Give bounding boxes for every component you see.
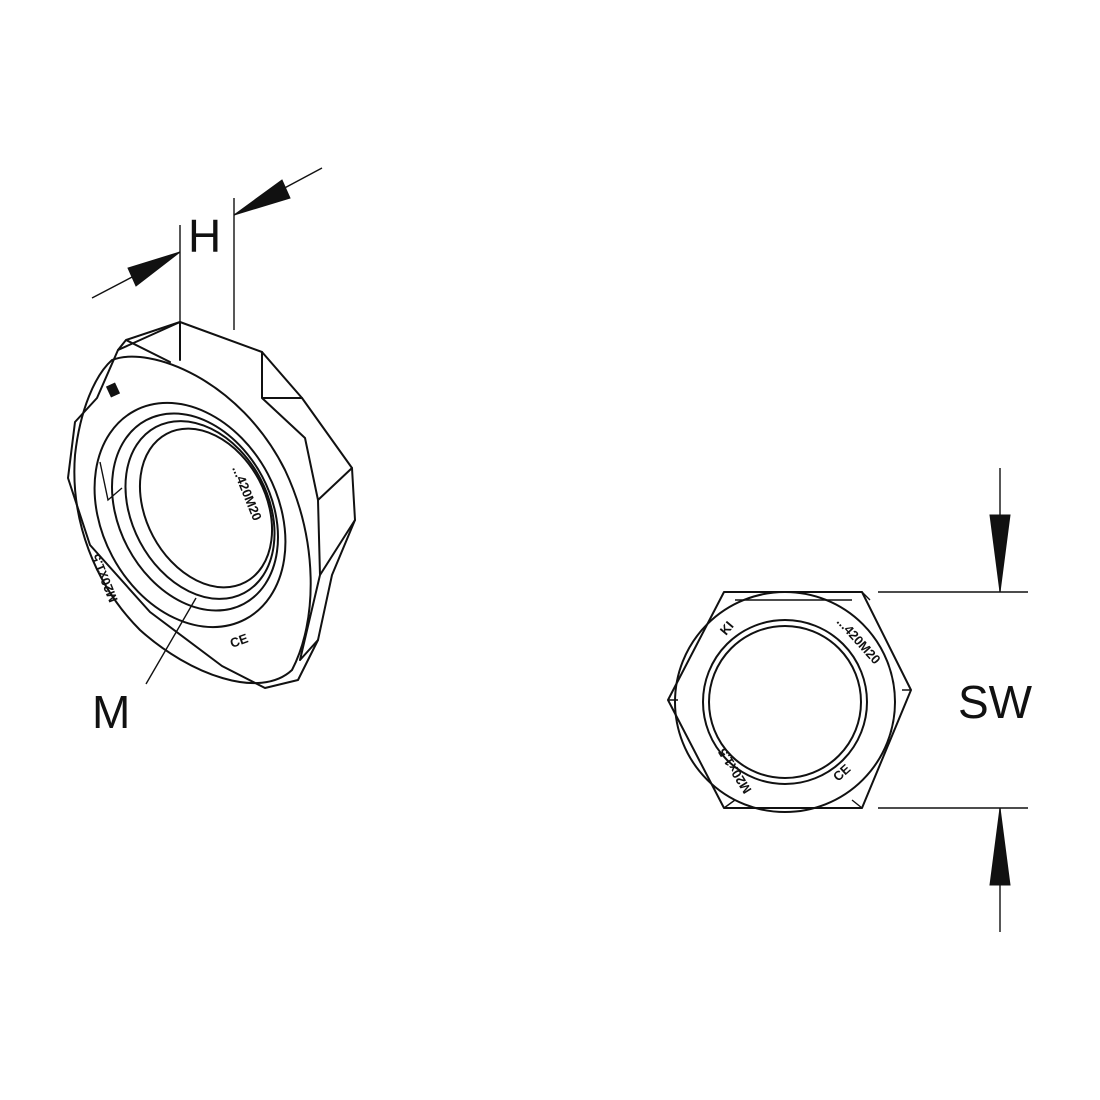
lock-nut-front-view: KI ...420M20 M20x1.5 CE	[667, 591, 912, 813]
nut-bore-thread-1	[111, 412, 279, 612]
iso-engraving-thread: M20x1.5	[88, 552, 121, 605]
m-leader-line	[145, 597, 197, 685]
lock-nut-isometric-view: ...420M20 M20x1.5 CE	[67, 321, 356, 689]
height-dimension: H	[91, 167, 323, 360]
nut-outer-outline	[67, 321, 356, 689]
label-wrench-size: SW	[958, 676, 1033, 728]
h-arrow-right	[233, 179, 291, 216]
nut-bore-thread-2	[124, 420, 276, 600]
label-height: H	[188, 210, 221, 262]
sw-arrow-top	[989, 514, 1011, 593]
front-engraving-thread: M20x1.5	[715, 746, 755, 797]
nut-top-face	[117, 321, 356, 661]
nut-front-flange-circle	[674, 591, 896, 813]
iso-engraving-approval: CE	[228, 630, 250, 650]
nut-front-chamfer	[668, 591, 911, 809]
sw-arrow-bottom	[989, 807, 1011, 886]
nut-bore-outer	[93, 401, 287, 629]
front-engraving-approval: CE	[830, 761, 854, 784]
nut-front-face	[73, 355, 312, 685]
iso-brand-mark-icon	[105, 382, 121, 398]
label-thread: M	[92, 686, 130, 738]
h-arrow-left	[127, 251, 181, 287]
nut-front-bore-inner	[708, 625, 862, 779]
front-engraving-brand: KI	[717, 618, 737, 638]
nut-bore-inner	[138, 427, 274, 589]
nut-thread-start	[99, 461, 123, 502]
wrench-size-dimension: SW	[878, 468, 1033, 932]
nut-front-bore-outer	[702, 619, 868, 785]
thread-dimension: M	[92, 597, 197, 738]
